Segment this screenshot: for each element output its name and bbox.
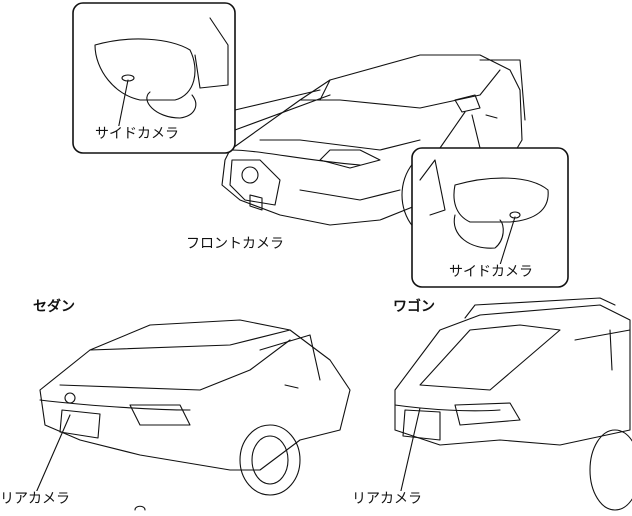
- side-camera-label-right: サイドカメラ: [449, 264, 533, 280]
- sedan-rear-camera-label: リアカメラ: [0, 491, 70, 507]
- front-camera-label: フロントカメラ: [186, 236, 284, 252]
- wagon-rear-illustration: [394, 297, 632, 511]
- side-camera-callout-right: [411, 111, 569, 288]
- side-camera-callout-left: [72, 2, 331, 154]
- sedan-title: セダン: [33, 299, 75, 315]
- sedan-rear-illustration: [34, 319, 351, 511]
- wagon-rear-camera-label: リアカメラ: [352, 491, 422, 507]
- side-camera-label-left: サイドカメラ: [95, 126, 179, 142]
- wagon-title: ワゴン: [393, 299, 435, 315]
